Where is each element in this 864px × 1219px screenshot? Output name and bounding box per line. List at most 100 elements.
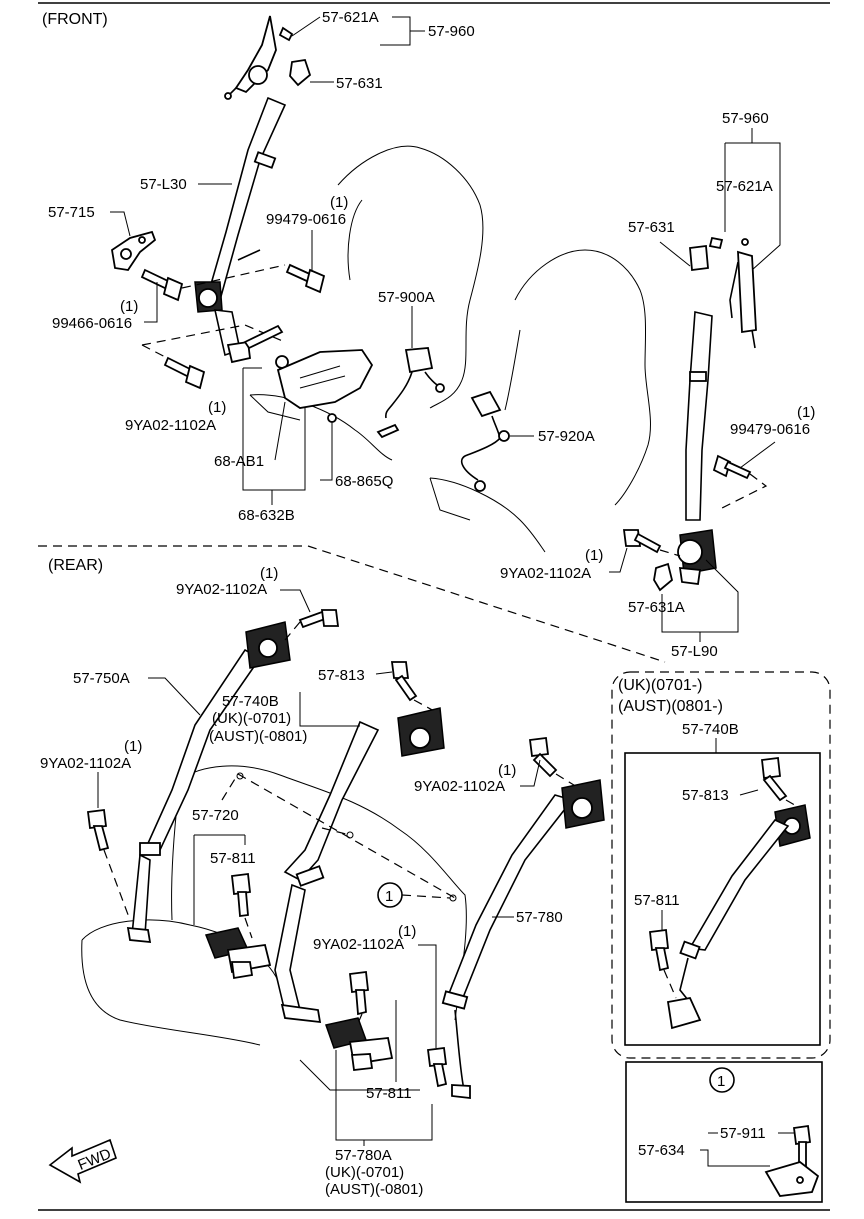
leader-9YA02-rear-low [418, 944, 437, 1048]
label-99479-left-qty: (1) [330, 194, 348, 211]
leader-68-AB1 [274, 401, 286, 461]
variant-box-outline [611, 671, 831, 1059]
bolt-57-811-low [349, 970, 369, 1016]
front-right-seat-outline [429, 249, 651, 553]
bracket-57-L90 [661, 559, 739, 633]
label-99479-right-qty: (1) [797, 404, 815, 421]
cover-57-631A [653, 562, 674, 592]
leader-57-813 [375, 671, 393, 675]
bolt-9YA02-rear-mid [528, 736, 558, 778]
belt-57-L30 [194, 96, 287, 364]
label-57-960-top: 57-960 [428, 23, 475, 40]
label-57-740B-aust: (AUST)(-0801) [209, 728, 307, 745]
variant-box-line2: (AUST)(0801-) [618, 698, 723, 715]
bracket-57-715 [111, 230, 157, 271]
detail-label-57-634: 57-634 [638, 1142, 685, 1159]
dash-rear-top [284, 621, 301, 641]
leader-57-621A-top [291, 16, 321, 37]
belt-57-750A [126, 621, 291, 944]
dash-rear-mid [555, 773, 583, 791]
front-left-seat-outline [249, 145, 484, 461]
belt-57-L90 [677, 311, 717, 586]
upper-anchor-assembly-front-right [689, 236, 757, 349]
pin-rear-c [449, 894, 457, 902]
label-68-AB1: 68-AB1 [214, 453, 264, 470]
label-57-L90: 57-L90 [671, 643, 718, 660]
bracket-57-780A [335, 1050, 433, 1141]
buckle-57-920A [461, 390, 510, 492]
variant-belt-57-740B [649, 756, 811, 1030]
label-57-920A: 57-920A [538, 428, 595, 445]
dash-front-lower [141, 324, 286, 346]
label-57-631-top: 57-631 [336, 75, 383, 92]
bolt-9YA02-1102A-front [163, 356, 206, 390]
pin-rear-b [346, 831, 354, 839]
detail-box-outline [625, 1061, 823, 1203]
bolt-9YA02-1102A-right [622, 529, 662, 554]
variant-label-57-813: 57-813 [682, 787, 729, 804]
dash-front-upper [181, 264, 286, 289]
leader-57-740B [299, 692, 360, 727]
fwd-label: FWD [76, 1145, 114, 1174]
leader-variant-57-813 [739, 789, 759, 796]
leader-9YA02-right [609, 547, 628, 573]
bracket-57-960-right [725, 142, 781, 271]
bolt-99479-0616-right [712, 454, 752, 480]
leader-9YA02-rear-top [280, 589, 311, 613]
label-57-813: 57-813 [318, 667, 365, 684]
label-57-740B-uk: (UK)(-0701) [212, 710, 291, 727]
buckle-57-780A [325, 1017, 394, 1071]
label-68-632B: 68-632B [238, 507, 295, 524]
label-57-811-low: 57-811 [366, 1085, 412, 1102]
bolt-9YA02-rear-low [426, 1046, 448, 1088]
dash-57-811-left [244, 917, 253, 939]
label-57-621A-right: 57-621A [716, 178, 773, 195]
dash-rear-seat-b [221, 773, 239, 801]
bolt-57-811-left [231, 872, 251, 918]
belt-57-740B [274, 707, 445, 1024]
dash-marker-1 [401, 894, 451, 899]
front-section-title: (FRONT) [42, 11, 108, 28]
label-99466: 99466-0616 [52, 315, 132, 332]
label-57-811-left: 57-811 [210, 850, 256, 867]
label-9YA02-rear-top-qty: (1) [260, 565, 278, 582]
buckle-57-720 [204, 927, 272, 980]
section-divider [38, 545, 666, 663]
label-9YA02-rear-low: 9YA02-1102A [313, 936, 404, 953]
label-57-720: 57-720 [192, 807, 239, 824]
label-57-631-right: 57-631 [628, 219, 675, 236]
label-9YA02-rear-mid-qty: (1) [498, 762, 516, 779]
label-57-780A: 57-780A [335, 1147, 392, 1164]
label-57-740B: 57-740B [222, 693, 279, 710]
label-57-631A: 57-631A [628, 599, 685, 616]
label-99466-qty: (1) [120, 298, 138, 315]
detail-marker-text: 1 [717, 1073, 725, 1090]
rear-seat-outline [81, 765, 467, 1091]
dash-right-lower [659, 549, 681, 557]
leader-9YA02-rear-mid [520, 759, 541, 787]
reference-marker-1-text: 1 [385, 888, 393, 905]
label-9YA02-rear-mid: 9YA02-1102A [414, 778, 505, 795]
leader-99466 [144, 282, 158, 323]
detail-bolt-57-911 [792, 1124, 812, 1169]
leader-57-715 [110, 211, 131, 237]
label-57-780A-uk: (UK)(-0701) [325, 1164, 404, 1181]
leader-57-750A [148, 677, 201, 716]
label-9YA02-rear-left: 9YA02-1102A [40, 755, 131, 772]
bolt-99479-0616-left [285, 263, 326, 294]
label-9YA02-right: 9YA02-1102A [500, 565, 591, 582]
rear-section-title: (REAR) [48, 557, 103, 574]
label-9YA02-right-qty: (1) [585, 547, 603, 564]
bolt-front-buckle [243, 324, 289, 369]
label-9YA02-rear-left-qty: (1) [124, 738, 142, 755]
label-57-960-right: 57-960 [722, 110, 769, 127]
bracket-68-632B [242, 368, 306, 491]
upper-anchor-assembly-front-left [224, 15, 312, 100]
label-9YA02-front-qty: (1) [208, 399, 226, 416]
buckle-57-900A [376, 347, 445, 439]
label-57-780: 57-780 [516, 909, 563, 926]
label-57-621A-top: 57-621A [322, 9, 379, 26]
detail-bracket-57-634 [764, 1161, 820, 1197]
variant-inner-box [624, 752, 821, 1046]
